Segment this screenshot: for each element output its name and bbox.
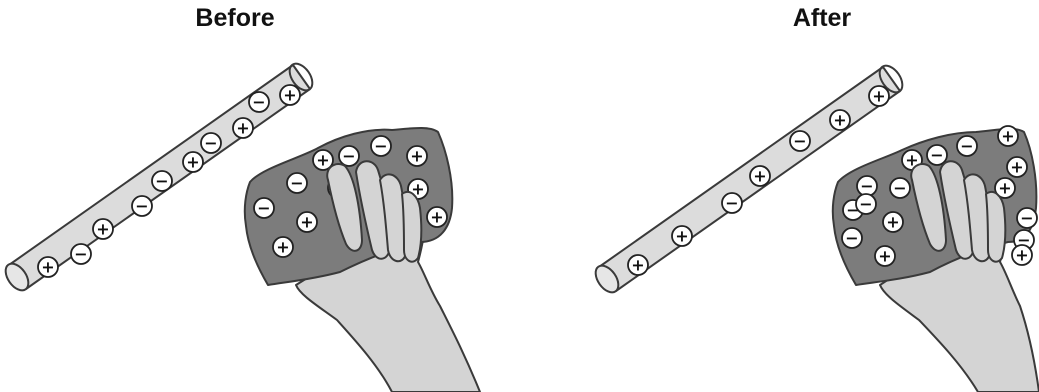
charge-symbol: + bbox=[878, 247, 891, 266]
charge-symbol: − bbox=[204, 134, 217, 153]
positive-charge: + bbox=[1012, 245, 1032, 265]
negative-charge: − bbox=[1017, 208, 1037, 228]
charge-symbol: − bbox=[252, 93, 265, 112]
charge-symbol: + bbox=[1001, 127, 1014, 146]
charge-symbol: + bbox=[430, 208, 443, 227]
negative-charge: − bbox=[152, 171, 172, 191]
negative-charge: − bbox=[842, 228, 862, 248]
charge-symbol: + bbox=[872, 87, 885, 106]
charge-symbol: + bbox=[1010, 158, 1023, 177]
charge-symbol: − bbox=[793, 132, 806, 151]
negative-charge: − bbox=[790, 131, 810, 151]
positive-charge: + bbox=[883, 212, 903, 232]
charge-symbol: + bbox=[316, 151, 329, 170]
positive-charge: + bbox=[628, 255, 648, 275]
negative-charge: − bbox=[856, 194, 876, 214]
charge-symbol: − bbox=[1020, 209, 1033, 228]
negative-charge: − bbox=[287, 173, 307, 193]
charge-symbol: + bbox=[96, 220, 109, 239]
negative-charge: − bbox=[132, 196, 152, 216]
negative-charge: − bbox=[339, 146, 359, 166]
positive-charge: + bbox=[750, 166, 770, 186]
positive-charge: + bbox=[183, 152, 203, 172]
positive-charge: + bbox=[273, 237, 293, 257]
positive-charge: + bbox=[297, 212, 317, 232]
negative-charge: − bbox=[249, 92, 269, 112]
negative-charge: − bbox=[254, 198, 274, 218]
charge-symbol: + bbox=[41, 258, 54, 277]
positive-charge: + bbox=[1007, 157, 1027, 177]
charge-symbol: − bbox=[290, 174, 303, 193]
positive-charge: + bbox=[830, 110, 850, 130]
negative-charge: − bbox=[927, 145, 947, 165]
charge-symbol: − bbox=[342, 147, 355, 166]
charge-symbol: − bbox=[374, 137, 387, 156]
charge-symbol: + bbox=[675, 227, 688, 246]
negative-charge: − bbox=[857, 176, 877, 196]
charge-symbol: − bbox=[155, 172, 168, 191]
charge-symbol: + bbox=[300, 213, 313, 232]
after-panel: ++−+−++ +−−+−−++−+−+−−−+ bbox=[591, 62, 1039, 392]
charge-symbol: − bbox=[930, 146, 943, 165]
negative-charge: − bbox=[957, 136, 977, 156]
charge-symbol: − bbox=[74, 245, 87, 264]
charge-symbol: − bbox=[135, 197, 148, 216]
charge-symbol: + bbox=[410, 147, 423, 166]
charge-symbol: + bbox=[753, 167, 766, 186]
positive-charge: + bbox=[998, 126, 1018, 146]
positive-charge: + bbox=[672, 226, 692, 246]
charge-symbol: − bbox=[257, 199, 270, 218]
charge-symbol: + bbox=[998, 179, 1011, 198]
charge-symbol: − bbox=[893, 179, 906, 198]
negative-charge: − bbox=[371, 136, 391, 156]
negative-charge: − bbox=[890, 178, 910, 198]
charge-symbol: + bbox=[1015, 246, 1028, 265]
negative-charge: − bbox=[722, 193, 742, 213]
positive-charge: + bbox=[38, 257, 58, 277]
positive-charge: + bbox=[875, 246, 895, 266]
charge-symbol: − bbox=[725, 194, 738, 213]
charge-symbol: − bbox=[845, 229, 858, 248]
positive-charge: + bbox=[427, 207, 447, 227]
positive-charge: + bbox=[280, 85, 300, 105]
charge-symbol: + bbox=[236, 119, 249, 138]
negative-charge: − bbox=[201, 133, 221, 153]
positive-charge: + bbox=[233, 118, 253, 138]
positive-charge: + bbox=[407, 146, 427, 166]
charge-symbol: + bbox=[283, 86, 296, 105]
charge-symbol: − bbox=[859, 195, 872, 214]
before-panel: +−+−−+−+−+ +−−+−+−+++− bbox=[1, 60, 480, 392]
charge-symbol: + bbox=[631, 256, 644, 275]
charge-symbol: − bbox=[960, 137, 973, 156]
charge-symbol: + bbox=[886, 213, 899, 232]
positive-charge: + bbox=[869, 86, 889, 106]
negative-charge: − bbox=[71, 244, 91, 264]
charge-symbol: − bbox=[860, 177, 873, 196]
charge-symbol: + bbox=[276, 238, 289, 257]
positive-charge: + bbox=[93, 219, 113, 239]
charge-symbol: + bbox=[186, 153, 199, 172]
charge-symbol: + bbox=[833, 111, 846, 130]
